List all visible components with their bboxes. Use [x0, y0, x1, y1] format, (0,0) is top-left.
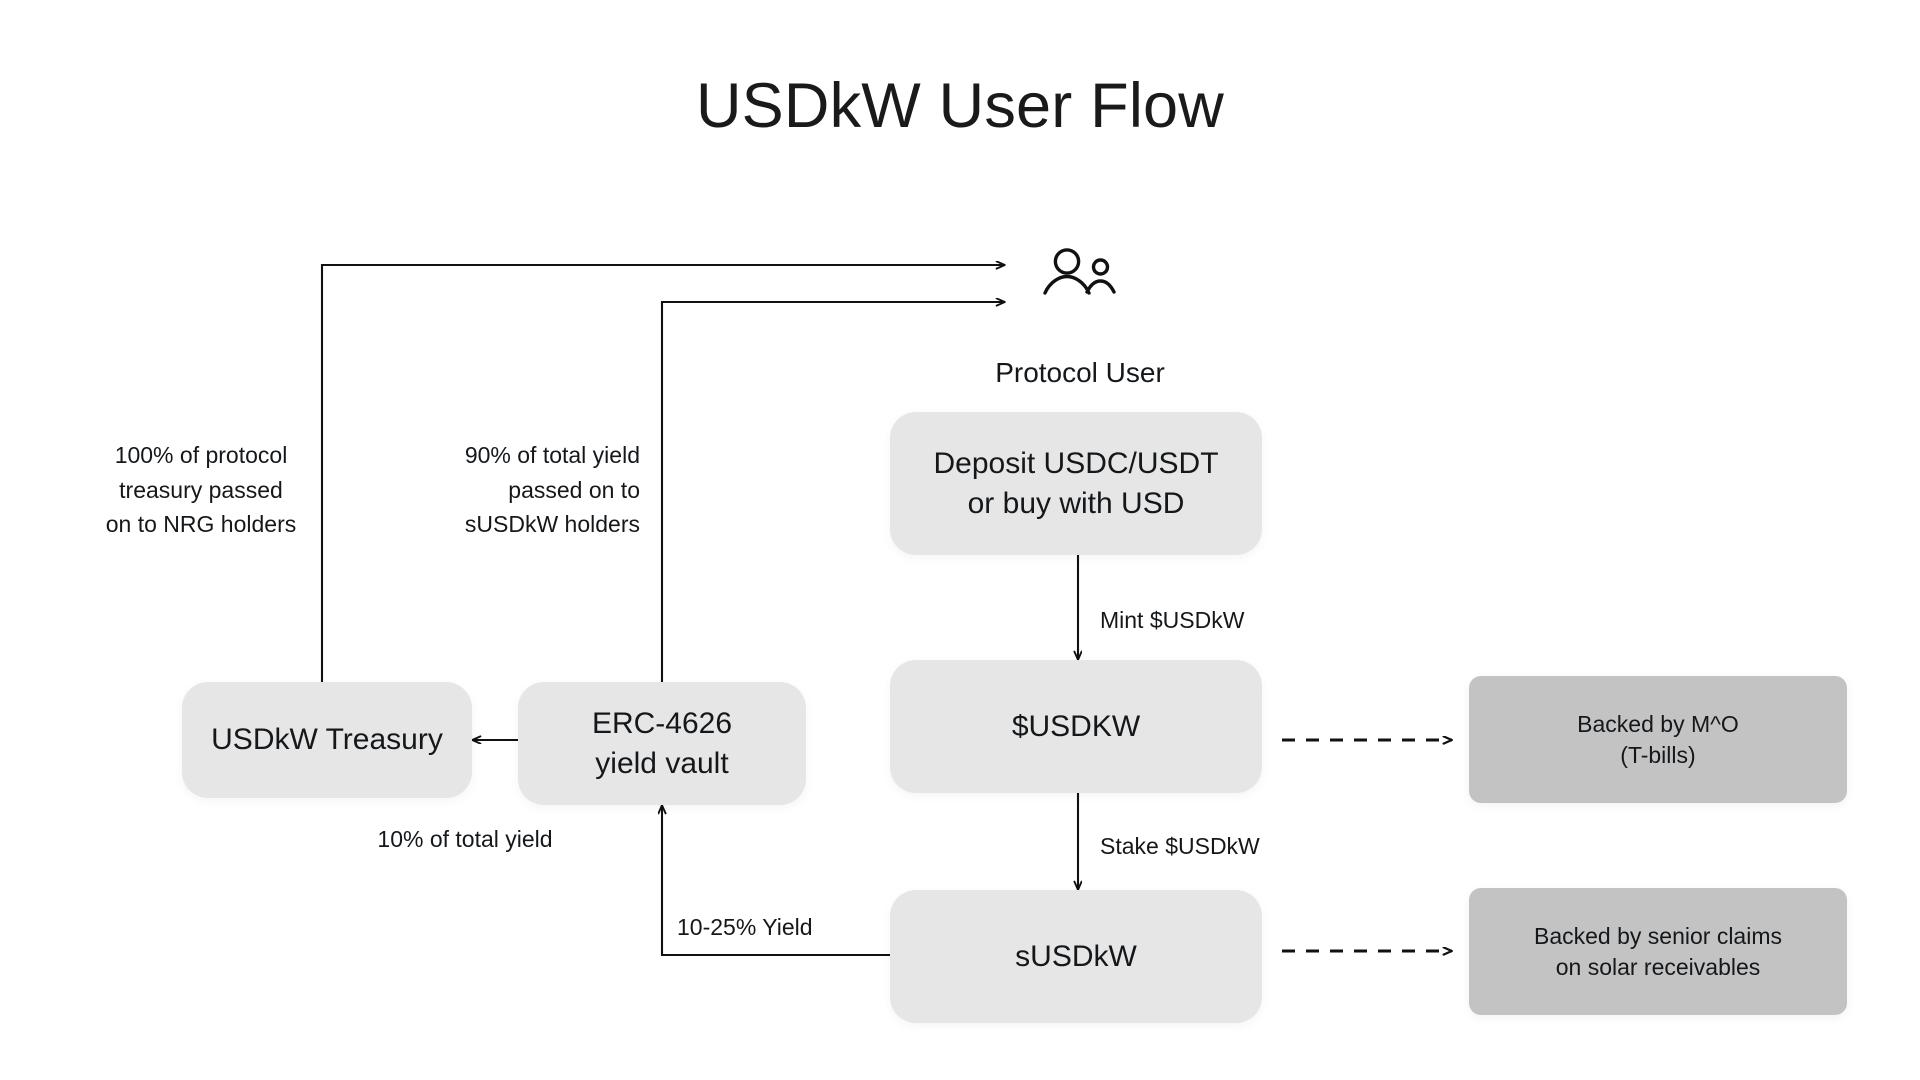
edge-label-treasury-to-user: 100% of protocol treasury passed on to N…	[105, 442, 297, 537]
node-deposit[interactable]: Deposit USDC/USDT or buy with USD	[890, 412, 1262, 555]
edge-label-mint: Mint $USDkW	[1100, 607, 1245, 633]
edge-label-vault-to-treasury: 10% of total yield	[377, 826, 553, 852]
actor-label: Protocol User	[995, 357, 1165, 388]
node-backing-susdkw[interactable]: Backed by senior claims on solar receiva…	[1469, 888, 1847, 1015]
node-susdkw[interactable]: sUSDkW	[890, 890, 1262, 1023]
edge-label-stake: Stake $USDkW	[1100, 833, 1260, 859]
node-backing-usdkw[interactable]: Backed by M^O (T-bills)	[1469, 676, 1847, 803]
node-treasury[interactable]: USDkW Treasury	[182, 682, 472, 798]
edge-label-vault-to-user: 90% of total yield passed on to sUSDkW h…	[464, 442, 640, 537]
node-usdkw[interactable]: $USDKW	[890, 660, 1262, 793]
edge-label-susdkw-to-vault: 10-25% Yield	[677, 914, 813, 940]
page-title: USDkW User Flow	[695, 71, 1224, 141]
two-people-icon	[1043, 248, 1116, 295]
node-yield-vault[interactable]: ERC-4626 yield vault	[518, 682, 806, 805]
